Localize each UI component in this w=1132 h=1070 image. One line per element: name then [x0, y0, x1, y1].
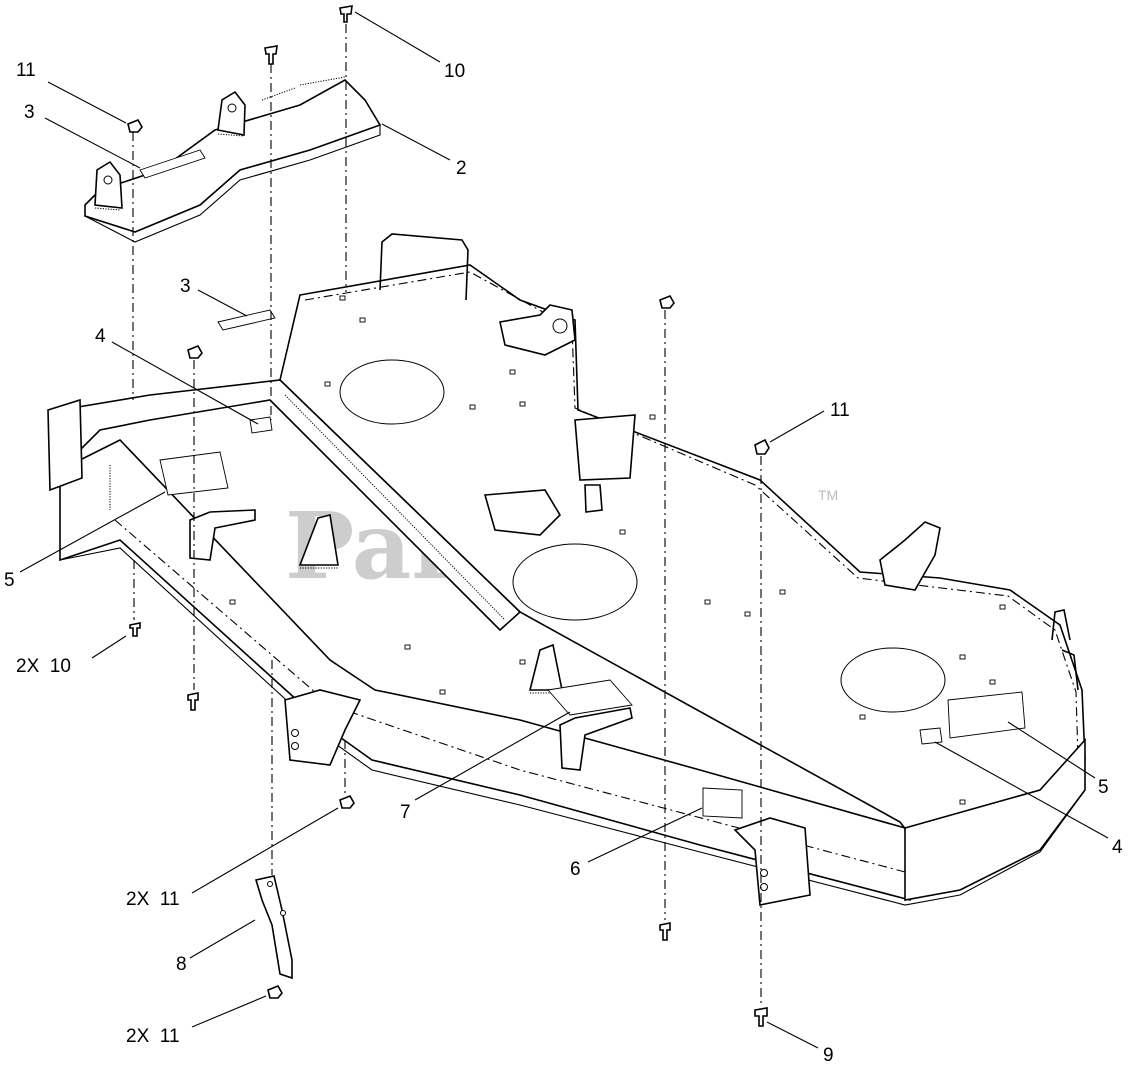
nut-11-lower — [339, 794, 355, 809]
decal-5-left — [159, 451, 229, 496]
deck-skirt-dash — [114, 519, 906, 873]
mount-plate-edge — [84, 125, 381, 243]
deck-bracket-front-left — [483, 489, 562, 536]
decal-4-right — [919, 727, 943, 745]
callout-2x10: 2X 10 — [16, 656, 71, 677]
lug-hole — [103, 175, 113, 185]
deck-handle-right — [1051, 609, 1079, 691]
spindle-opening-right — [840, 647, 946, 713]
callout-7: 7 — [400, 802, 411, 823]
front-bracket-left-hole — [291, 729, 299, 737]
clip-bracket-8 — [254, 875, 293, 980]
bolt-lower-left — [187, 692, 199, 711]
gusset-center — [528, 643, 563, 691]
callout-3-top: 3 — [24, 102, 35, 123]
watermark-trademark: TM — [818, 487, 838, 503]
nut-11-right — [754, 438, 770, 455]
deck-mounting-holes — [229, 295, 1006, 805]
callout-4-left: 4 — [95, 326, 106, 347]
deck-inner-edge — [304, 271, 1079, 759]
front-bracket-left — [284, 689, 362, 766]
hardware — [127, 5, 770, 1027]
mower-deck — [47, 233, 1086, 906]
nut-11-deck-left — [187, 344, 203, 359]
callout-2: 2 — [456, 158, 467, 179]
spindle-opening-center — [512, 543, 638, 621]
deck-bracket-center — [574, 414, 636, 481]
front-bracket-right — [733, 817, 811, 906]
mount-plate-lug-left — [94, 160, 123, 209]
top-mount-plate — [84, 76, 382, 243]
deck-bracket-rear — [499, 304, 576, 356]
mount-plate-lug-right — [217, 90, 246, 136]
callout-labels: 11 3 10 2 3 4 5 2X 10 11 5 4 7 6 2X 11 8… — [4, 60, 1123, 1066]
bolt-9 — [754, 1007, 768, 1027]
callout-6: 6 — [570, 859, 581, 880]
left-bumper — [47, 398, 83, 492]
decal-5-right — [947, 691, 1026, 739]
callout-11-top-left: 11 — [16, 60, 36, 81]
assembly-centerlines — [132, 24, 762, 1005]
front-bracket-left-hole — [291, 742, 299, 750]
callout-3-mid: 3 — [180, 276, 191, 297]
callout-2x11-upper: 2X 11 — [126, 889, 180, 910]
deck-bracket-right — [879, 521, 941, 591]
deck-skirt-lower-edge — [59, 547, 1086, 906]
bolt-top-10 — [339, 5, 353, 23]
callout-4-right: 4 — [1112, 837, 1123, 858]
nut-11-top-left — [127, 118, 143, 133]
callout-11-right: 11 — [830, 400, 850, 421]
leader-lines — [19, 11, 1109, 1049]
deck-handle-rear — [379, 233, 469, 301]
pivot-arm-left — [189, 509, 256, 561]
callout-10-top: 10 — [444, 61, 465, 82]
bolt-lower-center — [659, 922, 671, 941]
lug-hole — [227, 103, 237, 113]
gusset-left-inner — [298, 514, 339, 566]
decal-3-mid — [217, 309, 276, 331]
clip-bracket-hole — [267, 881, 273, 887]
callout-5-right: 5 — [1098, 777, 1109, 798]
callout-5-left: 5 — [4, 570, 15, 591]
callout-8: 8 — [176, 954, 187, 975]
front-bracket-right-hole — [760, 869, 768, 877]
decal-7 — [547, 679, 633, 716]
clip-bracket-hole — [280, 910, 286, 916]
spindle-opening-left — [339, 359, 445, 425]
deck-pulley-boss — [584, 484, 603, 513]
nut-11-deck-center — [659, 294, 675, 309]
deck-right-skirt — [904, 737, 1086, 901]
mount-plate-slot — [139, 149, 206, 179]
bolt-2x10 — [129, 622, 141, 637]
decal-6 — [702, 787, 743, 819]
nut-11-bottom — [267, 984, 283, 999]
callout-2x11-lower: 2X 11 — [126, 1026, 180, 1047]
bolt-plate — [264, 45, 278, 65]
callout-9: 9 — [823, 1045, 834, 1066]
deck-bracket-rear-hole — [552, 318, 568, 334]
decal-4-left — [249, 416, 273, 434]
deck-front-skirt — [59, 439, 911, 902]
pivot-arm-center — [559, 707, 633, 771]
